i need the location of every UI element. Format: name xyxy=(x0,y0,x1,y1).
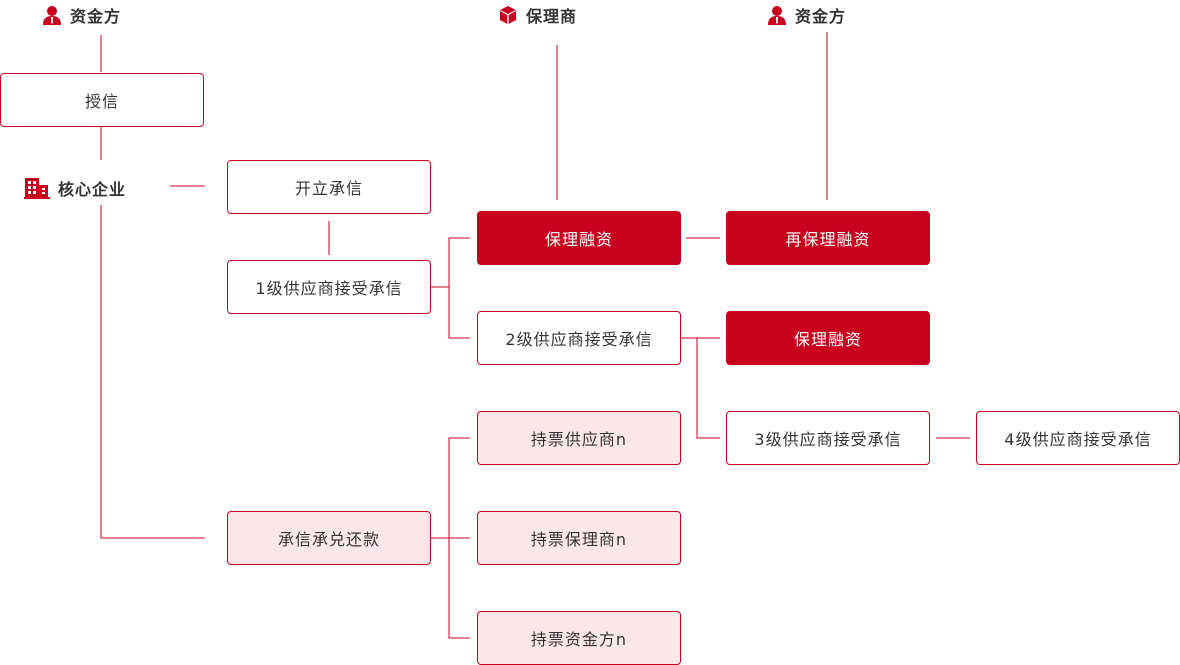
core-enterprise-label: 核心企业 xyxy=(58,180,127,199)
node-tier4-accept: 4级供应商接受承信 xyxy=(976,411,1180,465)
person-icon xyxy=(768,6,786,25)
node-holder-factor: 持票保理商n xyxy=(477,511,681,565)
node-tier1-accept: 1级供应商接受承信 xyxy=(227,260,431,314)
node-credit-grant: 授信 xyxy=(0,73,204,127)
node-holder-supplier: 持票供应商n xyxy=(477,411,681,465)
node-issue-credit: 开立承信 xyxy=(227,160,431,214)
funder-left-actor: 资金方 xyxy=(42,3,121,27)
core-enterprise-actor: 核心企业 xyxy=(24,176,126,200)
box-icon xyxy=(500,6,516,24)
node-refactoring: 再保理融资 xyxy=(726,211,930,265)
node-factoring-2: 保理融资 xyxy=(726,311,930,365)
building-icon xyxy=(24,178,50,199)
funder-right-actor: 资金方 xyxy=(767,3,846,27)
node-repayment: 承信承兑还款 xyxy=(227,511,431,565)
funder-left-label: 资金方 xyxy=(70,7,122,26)
node-factoring-1: 保理融资 xyxy=(477,211,681,265)
person-icon xyxy=(43,6,61,25)
node-holder-funder: 持票资金方n xyxy=(477,611,681,665)
node-tier2-accept: 2级供应商接受承信 xyxy=(477,311,681,365)
factor-label: 保理商 xyxy=(526,7,578,26)
node-tier3-accept: 3级供应商接受承信 xyxy=(726,411,930,465)
funder-right-label: 资金方 xyxy=(795,7,847,26)
factor-actor: 保理商 xyxy=(498,3,577,27)
